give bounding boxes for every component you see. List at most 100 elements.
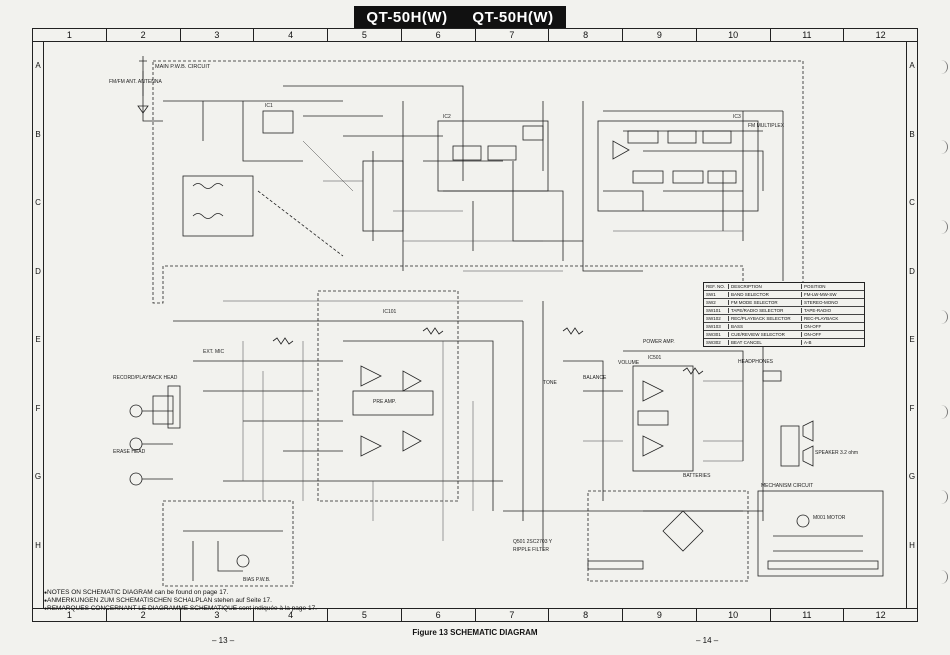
volume-label: VOLUME: [618, 360, 640, 366]
switch-table-cell: SW103: [704, 324, 729, 329]
column-number: 10: [697, 29, 771, 41]
row-letter: A: [909, 61, 915, 70]
row-letter: B: [909, 129, 915, 139]
column-number: 11: [771, 29, 845, 41]
motor-symbol: [796, 514, 810, 528]
column-number: 5: [328, 29, 402, 41]
model-banner: QT-50H(W) QT-50H(W): [354, 6, 566, 28]
column-number: 2: [107, 29, 181, 41]
row-letter: F: [35, 403, 41, 413]
column-number: 6: [402, 29, 476, 41]
binding-hole: [937, 570, 948, 584]
switch-table-cell: REC-PLAYBACK: [804, 316, 839, 321]
speaker-label: SPEAKER 3.2 ohm: [815, 450, 858, 456]
row-letter: B: [35, 129, 41, 139]
switch-table-cell: REF. NO.: [704, 284, 729, 289]
binding-hole: [937, 60, 948, 74]
column-number: 3: [181, 29, 255, 41]
figure-caption: Figure 13 SCHEMATIC DIAGRAM: [412, 628, 538, 637]
column-number: 5: [328, 609, 402, 621]
switch-table-cell: ON-OFF: [804, 332, 822, 337]
row-letter: A: [35, 61, 41, 70]
switch-table-cell: DESCRIPTION: [729, 284, 802, 289]
fm-multiplex-label: FM MULTIPLEX: [748, 123, 785, 129]
switch-table-cell: TAPE/RADIO SELECTOR: [729, 308, 802, 313]
mechanism-label: MECHANISM CIRCUIT: [761, 483, 813, 489]
ripple-filter-label: RIPPLE FILTER: [513, 547, 549, 553]
column-number: 4: [254, 29, 328, 41]
pre-amp-label: PRE AMP.: [373, 399, 396, 405]
ic2-label: IC2: [443, 114, 451, 120]
ic1-label: IC1: [265, 103, 273, 109]
column-number: 9: [623, 609, 697, 621]
tape-section-outline: [317, 290, 459, 502]
ic501-box: [632, 365, 694, 472]
bias-pwb-outline: [162, 500, 294, 587]
row-letter: C: [35, 198, 41, 207]
binding-hole: [937, 220, 948, 234]
switch-table-cell: FM-LW-MW-SW: [804, 292, 837, 297]
record-head-label: RECORD/PLAYBACK HEAD: [113, 375, 178, 381]
note-french: REMARQUES CONCERNANT LE DIAGRAMME SCHEMA…: [44, 605, 317, 613]
schematic-drawing: MAIN P.W.B. CIRCUIT FM/FM ANT. ANTENNA I…: [109, 56, 884, 587]
binding-hole: [937, 490, 948, 504]
headphones-label: HEADPHONES: [738, 359, 774, 365]
column-number: 4: [254, 609, 328, 621]
switch-table-cell: TAPE-RADIO: [804, 308, 832, 313]
switch-table-cell: BEAT CANCEL: [729, 340, 802, 345]
binding-hole: [937, 140, 948, 154]
column-number: 12: [875, 610, 886, 620]
row-letter: H: [35, 540, 41, 550]
ic2-box: [437, 120, 549, 192]
model-label-left: QT-50H(W): [366, 8, 448, 26]
switch-table-cell: CUE/REVIEW SELECTOR: [729, 332, 802, 337]
switch-table-cell: SW102: [704, 316, 729, 321]
column-number: 7: [476, 29, 550, 41]
column-number: 1: [33, 29, 107, 41]
switch-table-cell: BAND SELECTOR: [729, 292, 802, 297]
binding-holes: [936, 60, 950, 584]
row-letter: D: [909, 266, 915, 276]
bias-pwb-label: BIAS P.W.B.: [243, 577, 270, 583]
switch-table-cell: ON-OFF: [804, 324, 822, 329]
row-letter: F: [909, 403, 915, 413]
column-number: 2: [107, 609, 181, 621]
column-number: 8: [549, 29, 623, 41]
note-german: ANMERKUNGEN ZUM SCHEMATISCHEN SCHALPLAN …: [44, 597, 317, 605]
row-letter: C: [909, 198, 915, 207]
antenna-label: FM/FM ANT. ANTENNA: [109, 79, 162, 85]
column-number: 12: [875, 30, 886, 40]
ext-mic-label: EXT. MIC: [203, 349, 225, 355]
switch-table-cell: A-B: [804, 340, 812, 345]
column-number: 3: [181, 609, 255, 621]
switch-table-cell: SW302: [704, 340, 729, 345]
main-pwb-label: MAIN P.W.B. CIRCUIT: [155, 64, 211, 70]
main-pwb-outline: [152, 60, 804, 304]
ic101-box: [352, 390, 434, 416]
model-label-right: QT-50H(W): [472, 8, 554, 26]
erase-head-label: ERASE HEAD: [113, 449, 146, 455]
column-number: 1: [33, 609, 107, 621]
page-number-right: – 14 –: [696, 636, 719, 645]
column-number: 9: [623, 29, 697, 41]
note-english: NOTES ON SCHEMATIC DIAGRAM can be found …: [44, 589, 317, 597]
switch-table-cell: REC/PLAYBACK SELECTOR: [729, 316, 802, 321]
row-letter: E: [35, 335, 41, 344]
switch-table-cell: SW2: [704, 300, 729, 305]
row-letter: G: [908, 472, 916, 481]
column-number: 6: [402, 609, 476, 621]
column-number: 11: [771, 609, 845, 621]
column-number: 8: [549, 609, 623, 621]
